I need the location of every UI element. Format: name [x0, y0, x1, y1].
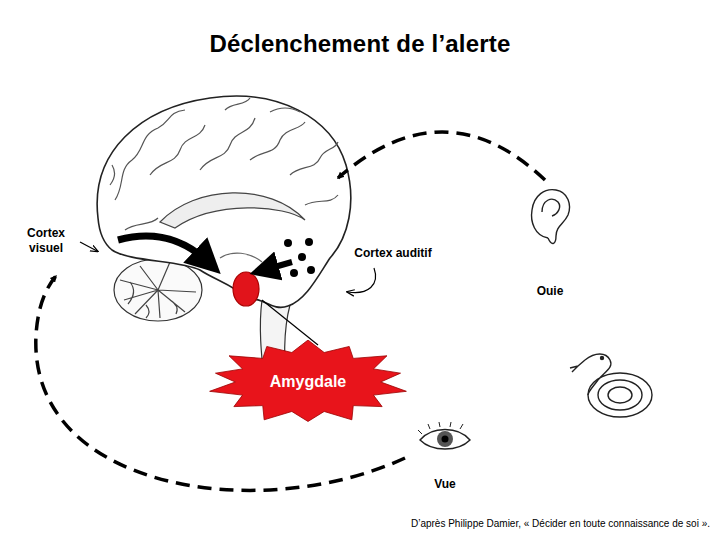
dot — [305, 238, 313, 246]
ear-icon — [532, 190, 570, 244]
auditory-pathway-arrow — [264, 262, 292, 270]
eye-outline — [420, 430, 470, 450]
eye-icon — [418, 422, 470, 449]
dot — [307, 266, 315, 274]
cerebellum — [114, 259, 202, 321]
leader-line — [80, 242, 97, 251]
dot — [284, 239, 292, 247]
amygdala — [233, 272, 259, 306]
iris — [437, 431, 453, 447]
node-text-box: Amygdale — [207, 373, 409, 391]
snake-eye — [601, 357, 604, 360]
cerebellum-folds — [120, 262, 196, 318]
ear-inner — [542, 199, 560, 216]
snake-neck — [588, 380, 598, 395]
source-caption: D’après Philippe Damier, « Décider en to… — [411, 518, 710, 529]
starburst-node: Amygdale — [207, 340, 409, 424]
cerebrum-outline — [97, 96, 351, 307]
ear-outline — [532, 190, 570, 244]
snake-coils — [585, 354, 652, 417]
auditory-dots — [284, 238, 315, 277]
dot — [290, 269, 298, 277]
visual-pathway-arrow — [118, 236, 208, 262]
corpus-callosum — [160, 193, 305, 228]
auditory-path — [338, 132, 545, 180]
pupil — [442, 436, 449, 443]
amygdala-leader — [262, 300, 318, 345]
snake-tongue — [570, 360, 585, 372]
dot — [298, 253, 306, 261]
snake-icon — [570, 354, 652, 417]
region-label: Cortex auditif — [343, 246, 443, 261]
gyri — [110, 98, 338, 230]
diagram-title: Déclenchement de l’alerte — [0, 30, 720, 58]
node-label: Amygdale — [207, 373, 409, 391]
region-label: Cortex visuel — [14, 226, 78, 256]
sense-label: Vue — [415, 477, 475, 492]
eyelashes — [418, 422, 463, 434]
leader-line — [348, 268, 376, 293]
sense-label: Ouie — [520, 284, 580, 299]
thalamus — [220, 253, 262, 262]
